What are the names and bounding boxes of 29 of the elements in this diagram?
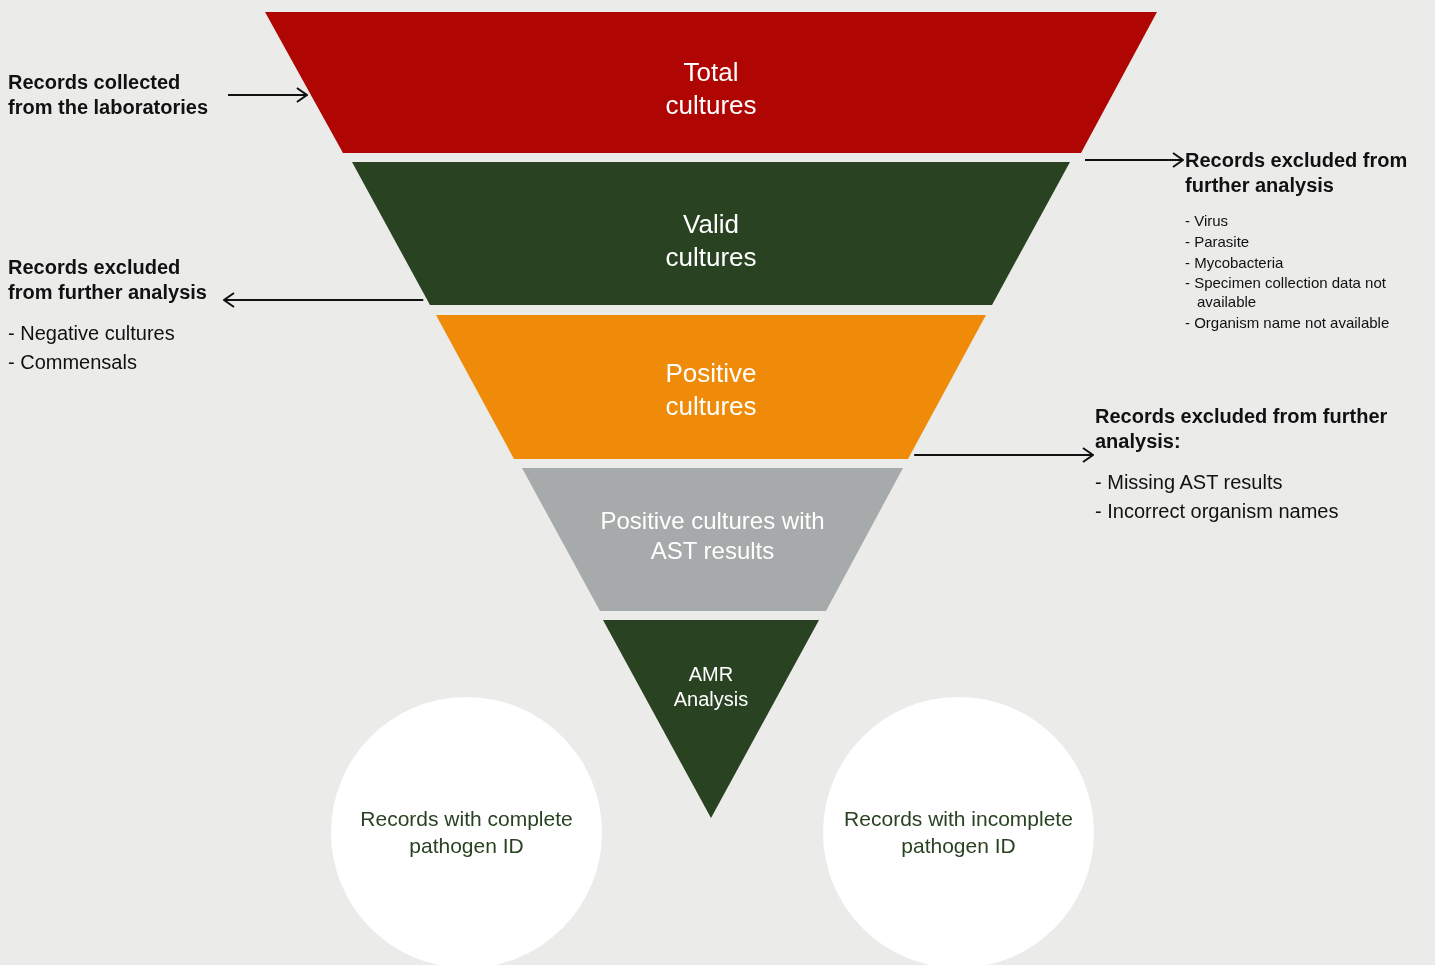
band-label: AMR Analysis [672, 662, 750, 712]
band-label: Valid cultures [664, 208, 758, 273]
arrow [1084, 152, 1184, 168]
list-item: - Organism name not available [1185, 313, 1391, 333]
funnel-band [603, 620, 819, 818]
list-item: - Commensals [8, 350, 138, 375]
list-item: - Parasite [1185, 232, 1251, 252]
heading-text: Records excluded from further analysis: [1095, 404, 1389, 454]
funnel-band [436, 315, 986, 459]
list-item: - Incorrect organism names [1095, 499, 1340, 524]
heading-text: Records collected from the laboratories [8, 70, 210, 120]
funnel-band [522, 468, 903, 611]
heading-text: Records excluded from further analysis [1185, 148, 1409, 198]
band-label: Total cultures [664, 56, 758, 121]
circle-label: Records with incomplete pathogen ID [843, 806, 1074, 859]
arrow [227, 87, 308, 103]
funnel-band [352, 162, 1070, 305]
list-item: - Virus [1185, 212, 1230, 231]
circle-label: Records with complete pathogen ID [359, 806, 574, 859]
heading-text: Records excluded from further analysis [8, 255, 208, 305]
arrow [223, 292, 425, 308]
funnel-band [265, 12, 1157, 153]
list-item: - Specimen collection data not available [1185, 274, 1387, 312]
list-item: - Missing AST results [1095, 470, 1284, 495]
band-label: Positive cultures [664, 357, 758, 422]
list-item: - Mycobacteria [1185, 253, 1285, 273]
arrow [913, 447, 1094, 463]
list-item: - Negative cultures [8, 321, 176, 346]
band-label: Positive cultures with AST results [599, 506, 826, 566]
